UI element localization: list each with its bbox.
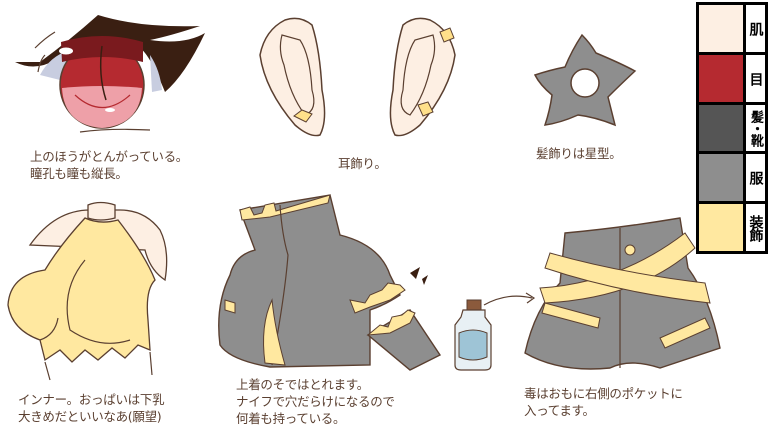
caption-ear: 耳飾り。 — [338, 156, 387, 171]
palette-label-ornament: 装飾 — [746, 204, 765, 251]
caption-skirt: 毒はおもに右側のポケットに 入ってます。 — [524, 386, 683, 418]
caption-eye: 上のほうがとんがっている。 瞳孔も瞳も縦長。 — [30, 149, 188, 181]
star-hair-ornament-illustration — [533, 33, 637, 127]
palette-label-eye: 目 — [746, 54, 765, 102]
skirt-illustration — [524, 217, 721, 370]
color-palette: 肌 目 髪・靴 服 装飾 — [696, 2, 768, 254]
arrow-icon — [483, 292, 536, 306]
caption-jacket: 上着のそではとれます。 ナイフで穴だらけになるので 何着も持っている。 — [236, 377, 395, 426]
ears-illustration — [259, 17, 456, 137]
palette-label-hair-shoes: 髪・靴 — [746, 104, 765, 152]
caption-inner: インナー。おっぱいは下乳 大きめだといいなあ(願望) — [18, 392, 165, 424]
swatch-eye — [699, 54, 743, 102]
palette-label-skin: 肌 — [746, 5, 765, 52]
palette-row-eye: 目 — [699, 54, 765, 102]
jacket-illustration — [218, 194, 442, 371]
palette-row-hair-shoes: 髪・靴 — [699, 104, 765, 152]
swatch-clothes — [699, 154, 743, 202]
swatch-skin — [699, 5, 743, 52]
palette-row-skin: 肌 — [699, 5, 765, 52]
swatch-hair-shoes — [699, 104, 743, 152]
palette-label-clothes: 服 — [746, 154, 765, 202]
palette-row-ornament: 装飾 — [699, 204, 765, 251]
poison-bottle-illustration — [454, 299, 492, 371]
eye-illustration — [15, 15, 205, 133]
swatch-ornament — [699, 204, 743, 251]
palette-row-clothes: 服 — [699, 154, 765, 202]
caption-hair-ornament: 髪飾りは星型。 — [536, 146, 622, 161]
inner-top-illustration — [7, 201, 168, 381]
